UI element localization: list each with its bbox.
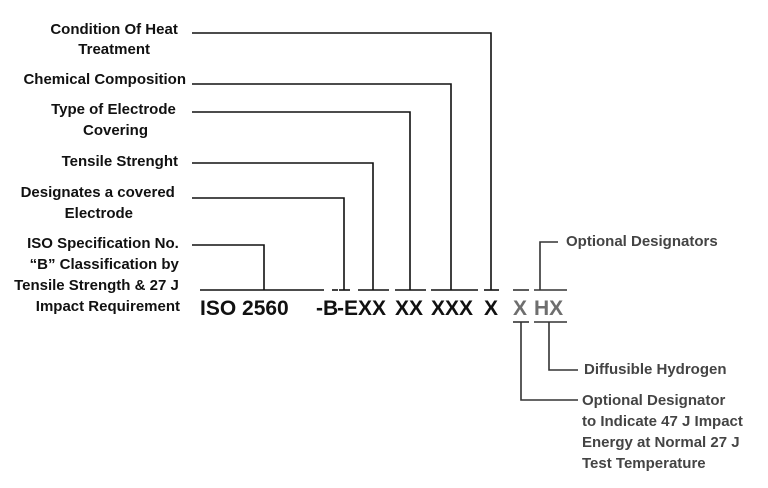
leader-diffusible-hydrogen xyxy=(548,322,578,371)
leader-covered-electrode xyxy=(192,197,345,290)
label-covered-electrode: Designates a covered Electrode xyxy=(21,184,179,222)
leader-chemical-composition xyxy=(192,83,452,290)
label-chemical-composition: Chemical Composition xyxy=(23,71,186,88)
label-optional-designators: Optional Designators xyxy=(566,233,718,250)
label-diffusible-hydrogen: Diffusible Hydrogen xyxy=(584,361,727,378)
code-e: -E xyxy=(337,297,358,320)
label-covering-type: Type of Electrode Covering xyxy=(51,101,180,139)
label-iso-spec: ISO Specification No. “B” Classification… xyxy=(14,235,183,315)
leader-optional-designators xyxy=(539,241,558,290)
code-iso: ISO 2560 xyxy=(200,297,289,320)
code-covering: XX xyxy=(395,297,423,320)
leader-optional-impact xyxy=(520,322,578,401)
leader-tensile xyxy=(192,162,374,290)
leader-heat-treatment xyxy=(192,32,492,290)
code-heat: X xyxy=(484,297,498,320)
code-chemistry: XXX xyxy=(431,297,473,320)
leader-iso-spec xyxy=(192,244,265,290)
label-optional-impact: Optional Designator to Indicate 47 J Imp… xyxy=(582,392,747,472)
label-heat-treatment: Condition Of Heat Treatment xyxy=(50,21,182,58)
label-tensile: Tensile Strenght xyxy=(62,153,178,170)
code-b: -B xyxy=(316,297,338,320)
code-tensile: XX xyxy=(358,297,386,320)
code-hydrogen: HX xyxy=(534,297,563,320)
leader-covering-type xyxy=(192,111,411,290)
code-impact: X xyxy=(513,297,527,320)
